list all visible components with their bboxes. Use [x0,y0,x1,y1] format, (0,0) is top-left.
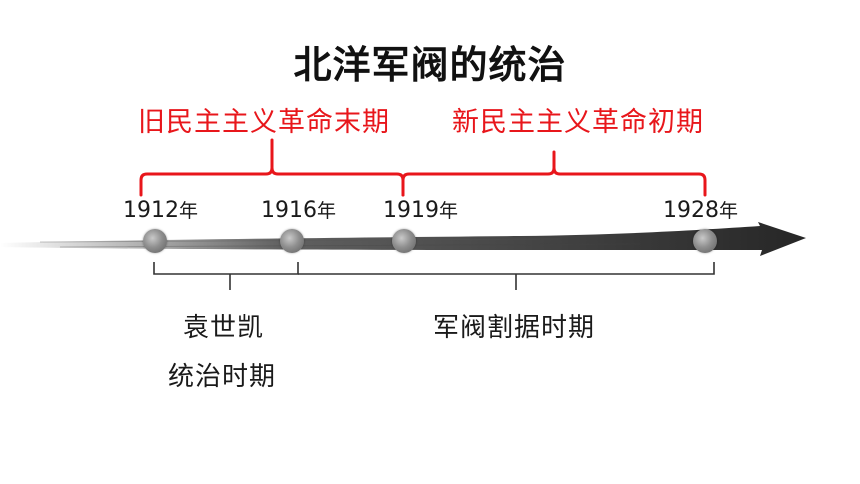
year-label-1912: 1912年 [123,196,198,223]
year-unit: 年 [439,200,459,222]
era-label-old-democratic: 旧民主主义革命末期 [138,107,390,138]
year-number: 1916 [261,198,317,223]
page-title: 北洋军阀的统治 [293,43,567,87]
bracket-yuan-period [153,262,299,290]
period-label-yuan-line2: 统治时期 [168,362,277,392]
timeline-node-1916 [280,229,304,253]
year-unit: 年 [179,200,199,222]
year-unit: 年 [719,200,739,222]
red-brace-new-era [401,150,707,197]
year-number: 1919 [383,198,439,223]
period-label-warlord: 军阀割据时期 [433,313,596,343]
timeline-node-1919 [392,229,416,253]
year-unit: 年 [317,200,337,222]
era-label-new-democratic: 新民主主义革命初期 [452,107,704,138]
bracket-warlord-period [298,262,715,290]
year-label-1916: 1916年 [261,196,336,223]
period-label-yuan-line1: 袁世凯 [183,313,265,343]
year-label-1928: 1928年 [663,196,738,223]
year-number: 1928 [663,198,719,223]
timeline-node-1928 [693,229,717,253]
year-number: 1912 [123,198,179,223]
year-label-1919: 1919年 [383,196,458,223]
red-brace-old-era [139,138,405,197]
timeline-node-1912 [143,229,167,253]
